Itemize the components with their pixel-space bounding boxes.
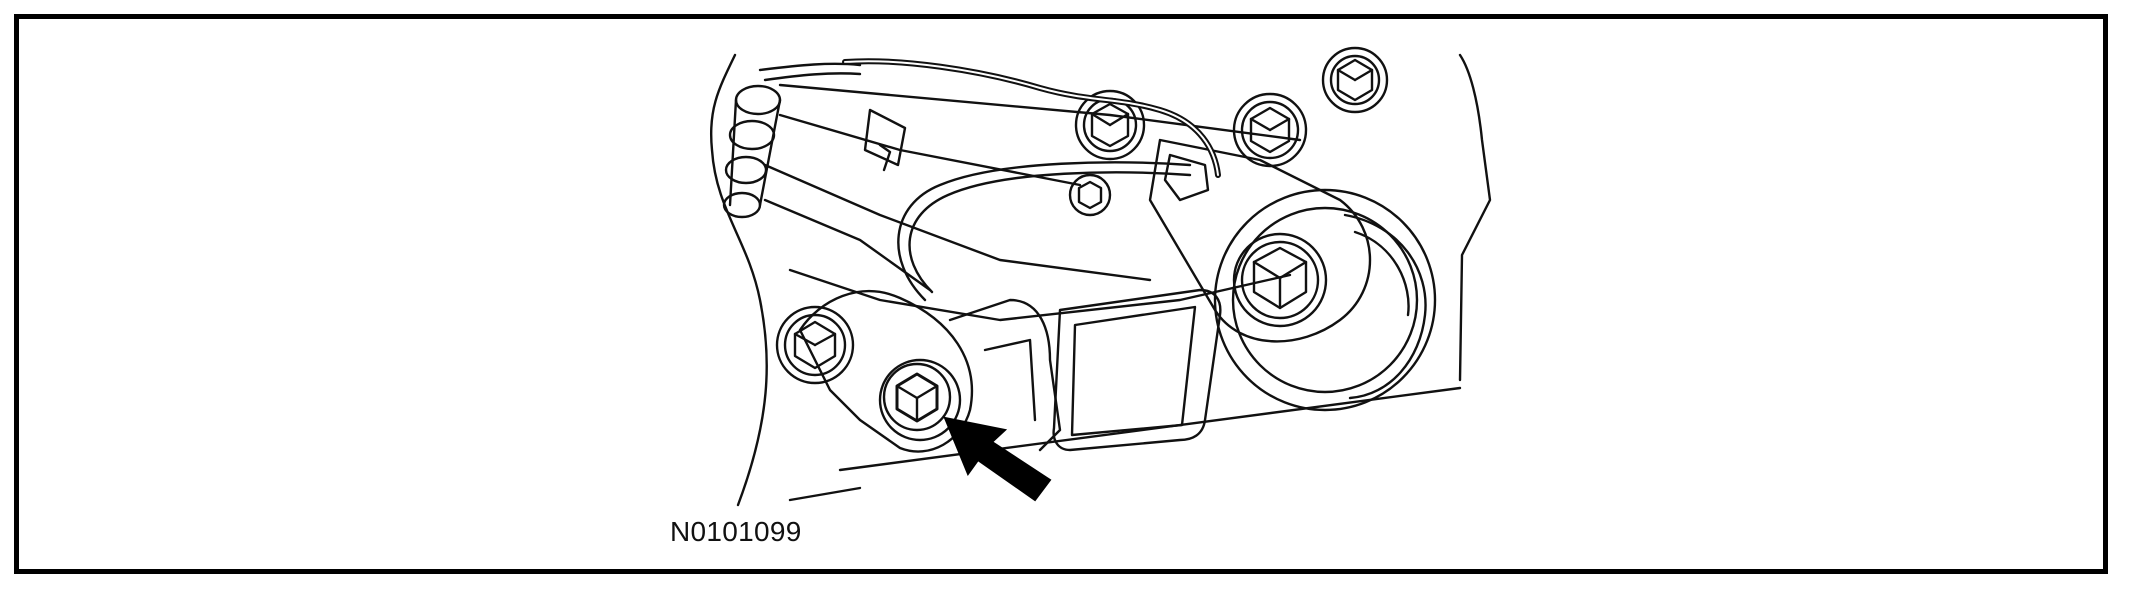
diagonal-rail — [763, 163, 1152, 282]
figure-id-label: N0101099 — [670, 516, 802, 547]
wire-loop-inner — [908, 171, 1192, 294]
bracket-arm — [948, 298, 1062, 452]
sensor-plug — [1163, 153, 1210, 202]
pulley-outer — [1213, 188, 1437, 412]
bolt-upper-right — [1232, 92, 1308, 168]
tensioner-arm — [1148, 138, 1372, 343]
bracket-body — [798, 289, 974, 453]
lower-edge-2 — [788, 486, 862, 502]
housing-right-edge — [1458, 53, 1492, 382]
upper-rail-2 — [778, 113, 1082, 187]
center-panel-inner — [1070, 305, 1197, 437]
upper-rail-1 — [778, 83, 1302, 142]
pulley-mid — [1231, 206, 1419, 394]
cross-brace — [788, 268, 1292, 322]
bolt-left-bracket — [775, 305, 855, 385]
housing-outline — [709, 53, 768, 507]
wire-loop — [897, 161, 1192, 302]
wire-harness-main-inner — [844, 60, 1219, 176]
bolt-small-middle — [1068, 173, 1112, 217]
pulley-face — [1343, 213, 1427, 400]
connector-latch — [878, 143, 892, 172]
pointer-arrow — [943, 416, 1052, 502]
target-bolt — [878, 358, 962, 442]
bolt-top-corner — [1321, 46, 1389, 114]
left-cylinders — [722, 84, 782, 219]
connector-body — [863, 108, 907, 167]
bolt-tensioner — [1232, 232, 1328, 328]
bolt-upper-middle — [1074, 89, 1146, 161]
wire-harness-main — [842, 58, 1221, 178]
bracket-rib — [983, 338, 1037, 422]
figure-frame — [14, 14, 2108, 574]
wire-upper-left-2 — [763, 72, 862, 82]
wire-upper-left — [758, 62, 862, 72]
